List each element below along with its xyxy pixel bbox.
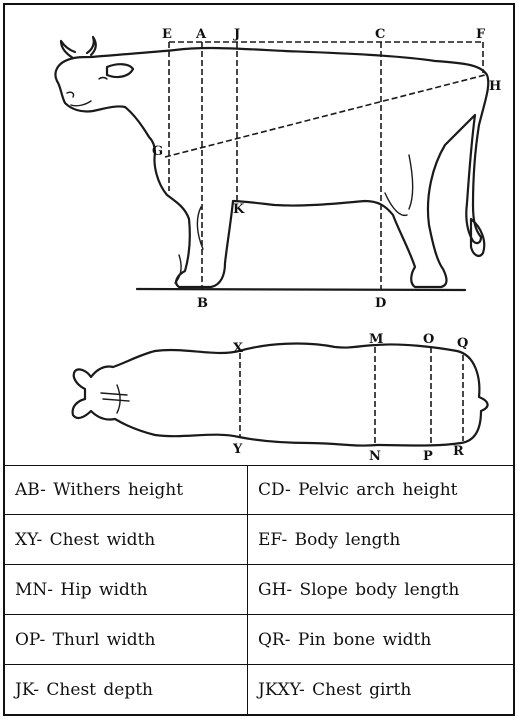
legend-cell: MN- Hip width bbox=[5, 565, 248, 615]
label-m: M bbox=[369, 332, 383, 347]
cow-side-view bbox=[55, 37, 488, 290]
label-e: E bbox=[162, 27, 172, 42]
legend-row: XY- Chest width EF- Body length bbox=[5, 515, 513, 565]
cow-flank-details bbox=[175, 155, 413, 283]
side-view-measurement-lines bbox=[165, 42, 485, 289]
label-y: Y bbox=[232, 442, 243, 457]
side-view-point-labels: E A J C F H G K B D bbox=[152, 27, 501, 311]
legend-cell: CD- Pelvic arch height bbox=[248, 465, 514, 515]
cow-tail-switch bbox=[471, 219, 484, 256]
label-a: A bbox=[195, 27, 207, 42]
cow-top-outline bbox=[73, 344, 488, 446]
top-view-measurement-lines bbox=[240, 347, 463, 445]
cattle-body-measurement-diagram: E A J C F H G K B D bbox=[5, 5, 513, 465]
legend-cell: AB- Withers height bbox=[5, 465, 248, 515]
legend-cell: JKXY- Chest girth bbox=[248, 665, 514, 715]
label-n: N bbox=[369, 449, 381, 464]
measurement-figure: E A J C F H G K B D bbox=[3, 3, 515, 716]
legend-row: MN- Hip width GH- Slope body length bbox=[5, 565, 513, 615]
legend-cell: QR- Pin bone width bbox=[248, 615, 514, 665]
label-d: D bbox=[375, 296, 386, 311]
label-x: X bbox=[233, 341, 244, 356]
label-q: Q bbox=[457, 336, 468, 351]
label-g: G bbox=[152, 144, 163, 159]
cow-side-outline bbox=[55, 48, 488, 287]
ground-line bbox=[137, 289, 465, 290]
cow-top-head-marks bbox=[101, 385, 129, 413]
cattle-diagram-panel: E A J C F H G K B D bbox=[5, 5, 513, 466]
label-r: R bbox=[453, 444, 464, 459]
measurement-legend-table: AB- Withers height CD- Pelvic arch heigh… bbox=[5, 465, 513, 714]
cow-top-view bbox=[73, 344, 488, 446]
label-h: H bbox=[489, 79, 501, 94]
legend-cell: OP- Thurl width bbox=[5, 615, 248, 665]
label-b: B bbox=[197, 296, 208, 311]
label-p: P bbox=[423, 449, 433, 464]
legend-cell: JK- Chest depth bbox=[5, 665, 248, 715]
label-f: F bbox=[476, 27, 486, 42]
legend-cell: GH- Slope body length bbox=[248, 565, 514, 615]
legend-row: OP- Thurl width QR- Pin bone width bbox=[5, 615, 513, 665]
label-k: K bbox=[233, 202, 245, 217]
cow-face-details bbox=[67, 78, 107, 106]
label-c: C bbox=[375, 27, 385, 42]
cow-ear bbox=[107, 64, 133, 77]
legend-cell: XY- Chest width bbox=[5, 515, 248, 565]
legend-row: AB- Withers height CD- Pelvic arch heigh… bbox=[5, 465, 513, 515]
label-o: O bbox=[423, 332, 434, 347]
legend-cell: EF- Body length bbox=[248, 515, 514, 565]
line-gh bbox=[165, 75, 485, 157]
label-j: J bbox=[233, 27, 240, 42]
cow-horns bbox=[61, 37, 96, 58]
legend-row: JK- Chest depth JKXY- Chest girth bbox=[5, 665, 513, 715]
